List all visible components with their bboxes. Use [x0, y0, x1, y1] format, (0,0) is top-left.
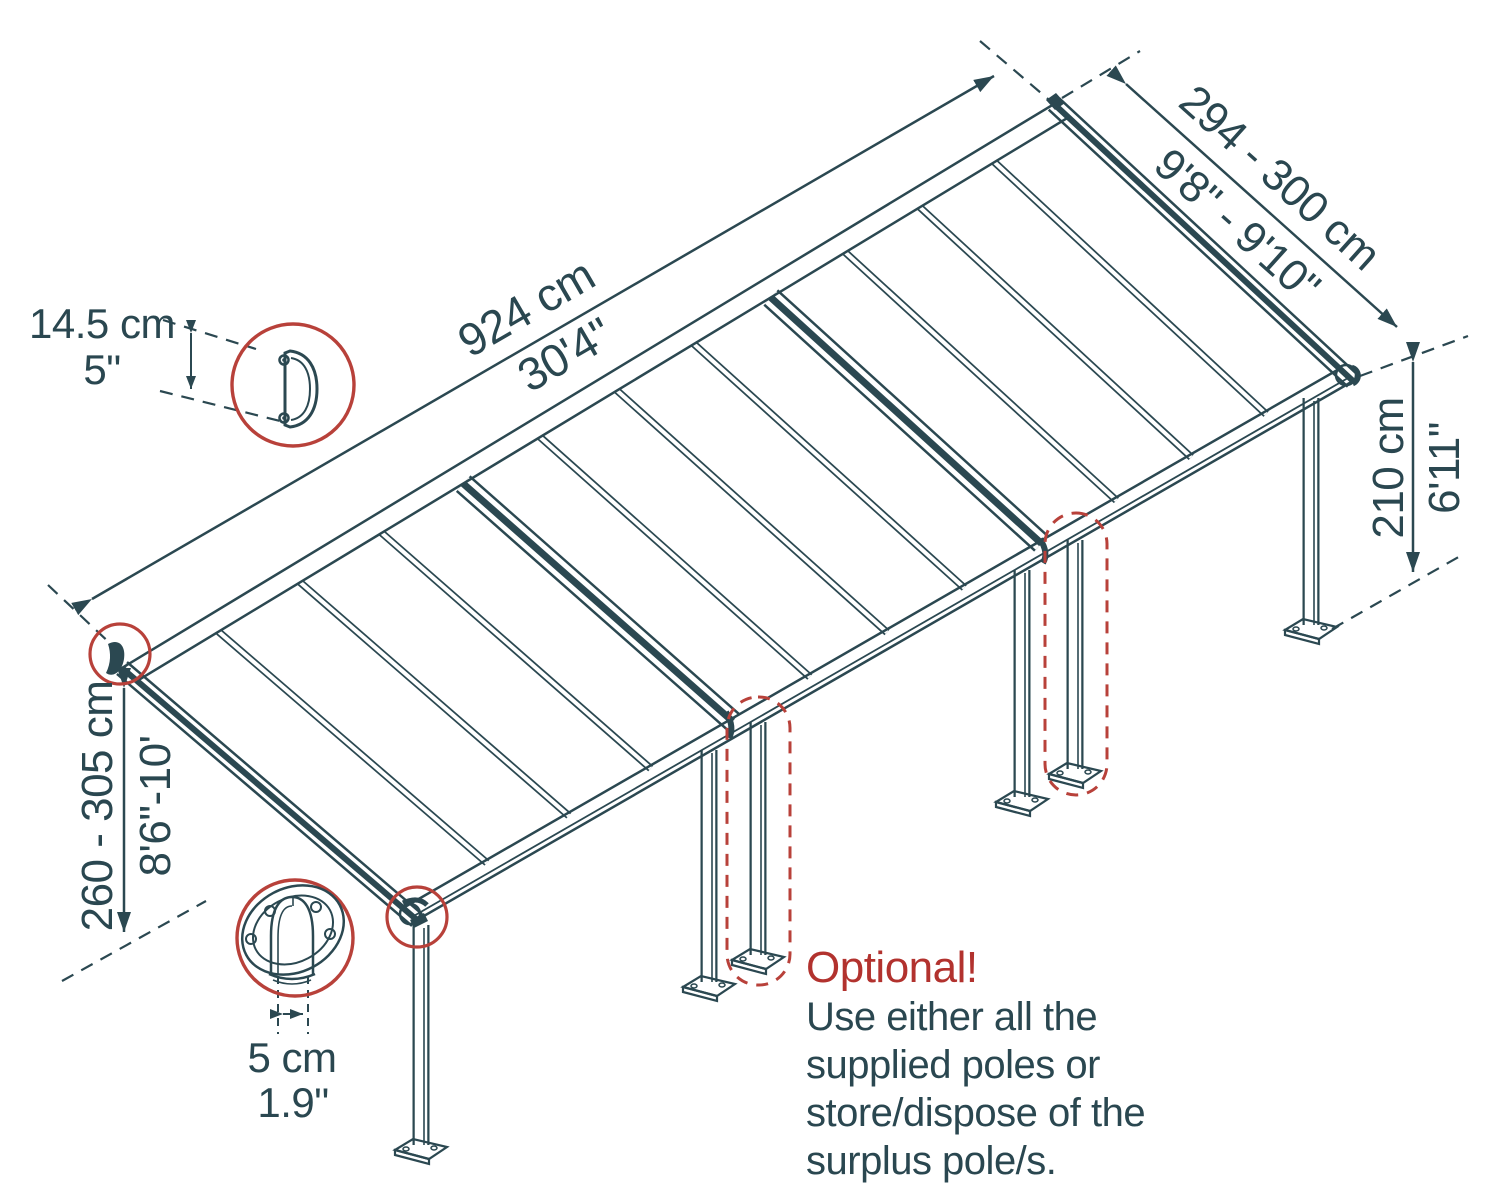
base-plate [993, 789, 1051, 818]
label-front-post-height: 210 cm 6'11" [1364, 397, 1469, 538]
gutter-connector-mark-left [723, 710, 735, 740]
post-mid-left [700, 750, 718, 982]
post-connector-detail [240, 884, 346, 985]
callout-gutter-corner [385, 885, 449, 949]
base-plate [392, 1137, 450, 1166]
post-front-left [412, 925, 430, 1145]
post-mid-left-optional [749, 722, 767, 955]
wall-mount-height-metric: 260 - 305 cm [73, 681, 122, 932]
optional-note-line-3: store/dispose of the [806, 1091, 1145, 1135]
label-wall-mount-height: 260 - 305 cm 8'6"-10' [73, 681, 180, 932]
gutter-left-cap [398, 902, 422, 926]
wall-beam-end-cap [106, 641, 125, 675]
post-front-right [1302, 398, 1320, 625]
pole-width-imperial: 1.9" [257, 1079, 328, 1126]
post-mid-right [1013, 570, 1031, 797]
base-plate-optional [729, 947, 787, 976]
support-posts [412, 398, 1320, 1145]
optional-note-title: Optional! [806, 943, 978, 992]
roof-structure [106, 93, 1360, 927]
callout-wall-profile-detail [230, 322, 356, 448]
dimension-lines [71, 65, 1420, 1019]
base-plate-optional [1046, 761, 1104, 790]
gutter-right-cap [1334, 363, 1358, 387]
roof-panels-surface [137, 117, 1339, 908]
label-roof-length: 924 cm 30'4" [449, 248, 621, 402]
optional-note-line-2: supplied poles or [806, 1043, 1100, 1087]
optional-pole-outline-right [1043, 511, 1109, 797]
callout-wall-beam-end [88, 622, 152, 686]
post-mid-right-optional [1066, 540, 1084, 769]
label-wall-profile-height: 14.5 cm 5" [29, 300, 175, 393]
post-base-plates [392, 617, 1340, 1166]
callout-post-connector-detail [235, 878, 355, 998]
optional-note-line-4: surplus pole/s. [806, 1139, 1056, 1183]
wall-mount-height-imperial: 8'6"-10' [131, 736, 180, 877]
label-pole-width: 5 cm 1.9" [247, 1034, 337, 1126]
optional-note: Optional! Use either all the supplied po… [806, 943, 1146, 1183]
front-post-height-metric: 210 cm [1364, 397, 1413, 538]
dim-line-roof-width [1106, 65, 1398, 328]
wall-profile-height-imperial: 5" [83, 346, 120, 393]
red-callouts [88, 322, 1109, 998]
dim-line-roof-length [71, 74, 995, 616]
base-plate [680, 974, 738, 1003]
pole-width-metric: 5 cm [247, 1034, 336, 1081]
front-post-height-imperial: 6'11" [1420, 422, 1469, 514]
wall-profile-detail [278, 349, 319, 429]
pole-width-extension-lines [277, 976, 309, 1034]
optional-pole-outline-left [725, 695, 792, 987]
optional-note-line-1: Use either all the [806, 995, 1097, 1039]
wall-beam-right-cap [1046, 93, 1065, 110]
wall-profile-height-metric: 14.5 cm [29, 300, 175, 347]
